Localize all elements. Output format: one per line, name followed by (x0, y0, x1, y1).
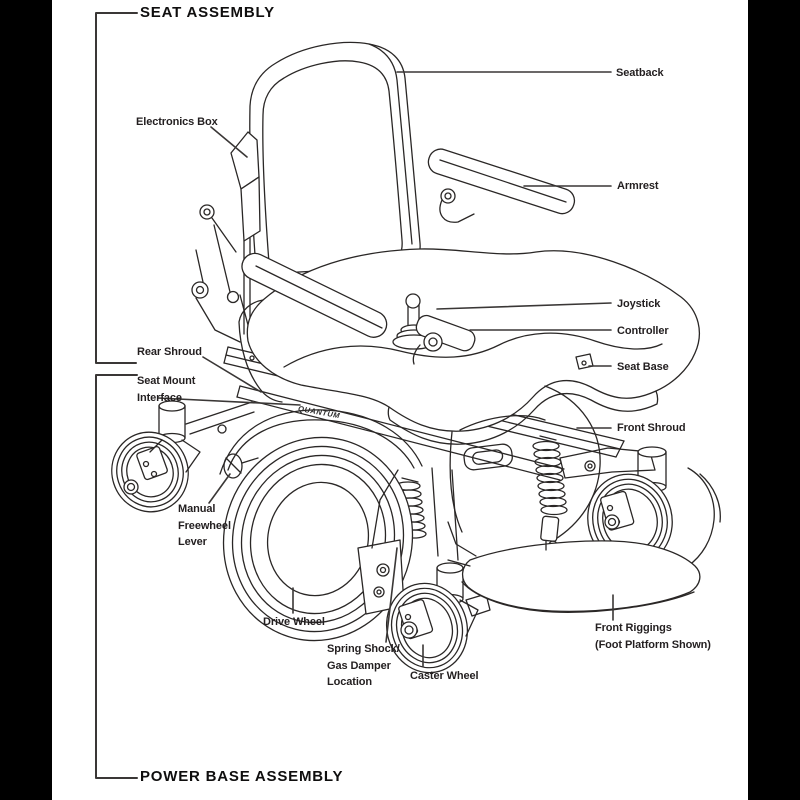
label-seatback: Seatback (616, 67, 664, 79)
rear-caster-wheel-shape (111, 400, 255, 513)
left-black-bar (0, 0, 52, 800)
seatback-shape (249, 41, 421, 275)
leader-lines (157, 71, 614, 667)
label-joystick: Joystick (617, 298, 661, 310)
foot-platform-shape (447, 521, 701, 613)
right-caster-wheel-shape (559, 446, 721, 567)
seat-mount-interface-leader-line (157, 397, 301, 406)
label-controller: Controller (617, 325, 669, 337)
spring-shock-shapes (395, 435, 568, 550)
label-drive-wheel: Drive Wheel (263, 616, 325, 628)
label-manual-freewheel-lever: Manual Freewheel Lever (178, 503, 231, 548)
spring-shock-leader-line (385, 547, 398, 643)
label-seat-mount-interface: Seat Mount Interface (137, 375, 196, 404)
label-front-riggings: Front Riggings (Foot Platform Shown) (595, 622, 711, 651)
armrest-shapes (241, 148, 576, 338)
electronics-box-leader-line (210, 126, 248, 158)
label-armrest: Armrest (617, 180, 659, 192)
seat-assembly-bracket (95, 12, 138, 364)
joystick-leader-line (436, 302, 612, 310)
label-front-shroud: Front Shroud (617, 422, 686, 434)
assembly-brackets (95, 12, 138, 779)
label-seat-base: Seat Base (617, 361, 669, 373)
seat-assembly-title: SEAT ASSEMBLY (140, 4, 275, 21)
power-base-assembly-bracket (95, 374, 138, 779)
right-black-bar (748, 0, 800, 800)
joystick-controller-shape (392, 293, 476, 365)
label-spring-shock: Spring Shock/ Gas Damper Location (327, 643, 400, 688)
label-rear-shroud: Rear Shroud (137, 346, 202, 358)
rear-shroud-leader-line (202, 356, 262, 393)
electronics-box-shape (230, 131, 261, 335)
front-caster-wheel-shape (357, 469, 491, 674)
seat-mount-linkage (191, 204, 253, 343)
label-electronics-box: Electronics Box (136, 116, 218, 128)
manual-freewheel-leader-line (208, 473, 231, 504)
freewheel-lever-shape (223, 453, 259, 479)
front-shroud-shape (431, 385, 601, 561)
label-caster-wheel: Caster Wheel (410, 670, 479, 682)
power-base-assembly-title: POWER BASE ASSEMBLY (140, 768, 344, 785)
